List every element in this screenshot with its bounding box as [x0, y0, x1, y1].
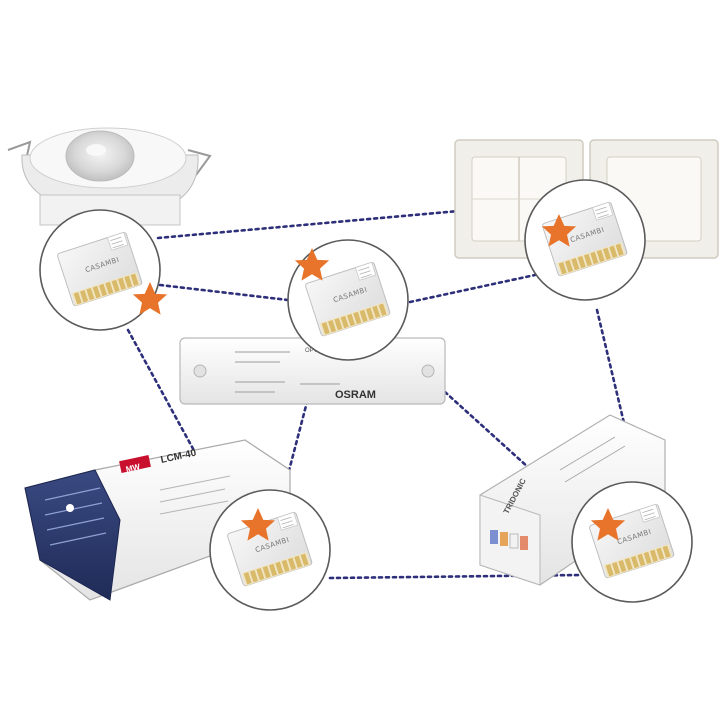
link-sensor-meanwell [126, 328, 234, 522]
casambi-node-center: CASAMBI [287, 239, 409, 361]
link-sensor-switch [156, 208, 472, 240]
meanwell-driver-device: MW LCM-40 [24, 439, 291, 601]
link-center-switch [408, 273, 537, 304]
tridonic-driver-device: TRIDONIC [479, 414, 666, 586]
casambi-node-meanwell: CASAMBI [209, 489, 331, 611]
casambi-node-sensor: CASAMBI [39, 209, 168, 331]
link-sensor-center [158, 283, 290, 302]
link-meanwell-tridonic [328, 573, 582, 580]
casambi-node-tridonic: CASAMBI [571, 481, 693, 603]
osram-brand: OSRAM [335, 389, 376, 401]
meanwell-brand: MW [125, 462, 141, 474]
casambi-node-switch: CASAMBI [524, 179, 646, 301]
